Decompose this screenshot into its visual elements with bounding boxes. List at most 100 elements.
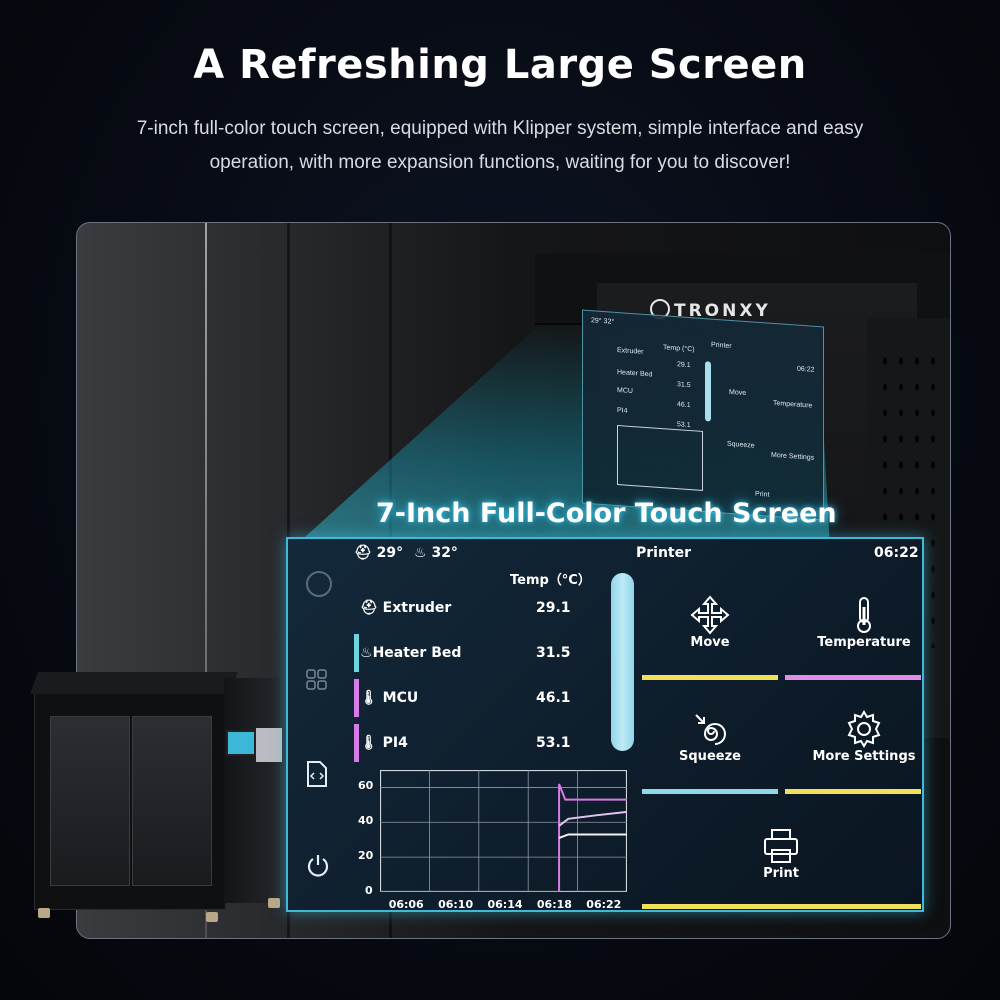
series-line: [558, 810, 627, 827]
printer-side-panel: [224, 678, 280, 903]
tile-bar-print: [642, 904, 921, 909]
mini-chart: [617, 424, 703, 491]
printer-icon: [764, 829, 798, 863]
thermometer-icon: 🌡: [360, 735, 378, 751]
row-label: Extruder: [382, 600, 452, 616]
series-marker: [354, 679, 359, 717]
mini-tile-squeeze: Squeeze: [727, 440, 755, 450]
mini-time: 06:22: [797, 365, 815, 374]
row-value: 53.1: [536, 735, 571, 751]
x-tick-label: 06:18: [536, 898, 572, 911]
y-tick-label: 40: [358, 814, 374, 828]
mini-row-name: PI4: [617, 406, 628, 415]
mini-tile-settings: More Settings: [771, 451, 815, 462]
temp-header: Temp（°C）: [510, 573, 591, 588]
printer-door-right: [132, 716, 212, 886]
heat-icon: ♨: [414, 545, 427, 561]
mini-screen: 29° 32° Printer 06:22 Temp (°C) Extruder…: [582, 309, 824, 521]
mini-row-name: Heater Bed: [617, 368, 653, 379]
screen-title: Printer: [636, 545, 692, 561]
tile-move[interactable]: Move: [660, 595, 760, 650]
caster-wheel: [38, 908, 50, 918]
mini-title: Printer: [711, 341, 732, 351]
temperature-chart: [380, 770, 627, 892]
tile-label: More Settings: [812, 749, 916, 764]
mini-header: Temp (°C): [663, 344, 695, 354]
tile-temperature[interactable]: Temperature: [794, 595, 934, 650]
row-label: PI4: [382, 735, 408, 751]
mini-row-name: MCU: [617, 386, 633, 396]
squeeze-icon: [695, 714, 726, 745]
move-arrows-icon: [690, 595, 730, 635]
x-tick-label: 06:14: [487, 898, 523, 911]
mini-tile-move: Move: [729, 388, 747, 398]
mini-row-value: 31.5: [677, 381, 691, 390]
extruder-icon: ⛑: [360, 600, 378, 616]
tile-bar-temperature: [785, 675, 921, 680]
mini-row-value: 46.1: [677, 401, 691, 410]
thermometer-icon: 🌡: [360, 690, 378, 706]
gear-icon: [847, 710, 881, 748]
row-label: MCU: [382, 690, 419, 706]
caster-wheel: [206, 912, 218, 922]
tile-print[interactable]: Print: [731, 826, 831, 881]
y-tick-label: 20: [358, 849, 374, 863]
row-label: Heater Bed: [372, 645, 462, 661]
tile-label: Move: [690, 635, 730, 650]
tile-label: Squeeze: [679, 749, 741, 764]
projection-title: 7-Inch Full-Color Touch Screen: [376, 498, 837, 529]
mini-tile-temperature: Temperature: [773, 399, 813, 410]
printer-door-left: [50, 716, 130, 886]
subline: 7-inch full-color touch screen, equipped…: [136, 118, 864, 173]
chart-frame: [380, 770, 627, 892]
tile-label: Print: [763, 866, 799, 881]
printer-lid: [30, 672, 239, 694]
tile-squeeze[interactable]: Squeeze: [660, 709, 760, 764]
row-pi4[interactable]: 🌡 PI4: [360, 735, 408, 751]
series-marker: [354, 634, 359, 672]
series-line: [558, 833, 627, 839]
mini-row-name: Extruder: [617, 346, 644, 356]
brand-name: TRONXY: [674, 301, 771, 321]
row-value: 46.1: [536, 690, 571, 706]
scrollbar[interactable]: [611, 573, 634, 751]
tile-label: Temperature: [817, 635, 911, 650]
chamber-icon: ⛑: [354, 545, 372, 561]
row-value: 29.1: [536, 600, 571, 616]
y-tick-label: 60: [358, 779, 374, 793]
series-line: [380, 783, 627, 892]
mini-row-value: 53.1: [677, 421, 691, 430]
row-value: 31.5: [536, 645, 571, 661]
x-tick-label: 06:22: [586, 898, 622, 911]
status-temps: ⛑ 29° ♨ 32°: [354, 545, 458, 561]
mini-row-value: 29.1: [677, 361, 691, 370]
row-mcu[interactable]: 🌡 MCU: [360, 690, 418, 706]
power-icon[interactable]: [306, 853, 330, 877]
home-icon[interactable]: [306, 571, 332, 597]
grid-icon[interactable]: [306, 669, 328, 691]
y-tick-label: 0: [365, 884, 373, 897]
mini-scrollbar: [705, 361, 711, 422]
printer-thumbnail: [30, 672, 290, 932]
row-extruder[interactable]: ⛑ Extruder: [360, 600, 451, 616]
tile-bar-settings: [785, 789, 921, 794]
file-icon[interactable]: [306, 761, 328, 787]
x-tick-label: 06:10: [438, 898, 474, 911]
heat-icon: ♨: [360, 645, 373, 661]
tile-more-settings[interactable]: More Settings: [794, 709, 934, 764]
mini-status: 29° 32°: [591, 317, 614, 326]
x-tick-label: 06:06: [388, 898, 424, 911]
row-heater-bed[interactable]: ♨Heater Bed: [360, 645, 461, 661]
light-streak: [205, 223, 207, 938]
clock: 06:22: [874, 545, 919, 561]
tile-bar-move: [642, 675, 778, 680]
mini-chamber-temp: 29°: [591, 317, 602, 325]
bed-temp: 32°: [431, 545, 458, 561]
thermometer-icon: [857, 597, 871, 633]
series-marker: [354, 724, 359, 762]
headline: A Refreshing Large Screen: [193, 42, 807, 88]
caster-wheel: [268, 898, 280, 908]
chamber-temp: 29°: [376, 545, 404, 561]
printer-screen: [226, 730, 256, 756]
tile-bar-squeeze: [642, 789, 778, 794]
